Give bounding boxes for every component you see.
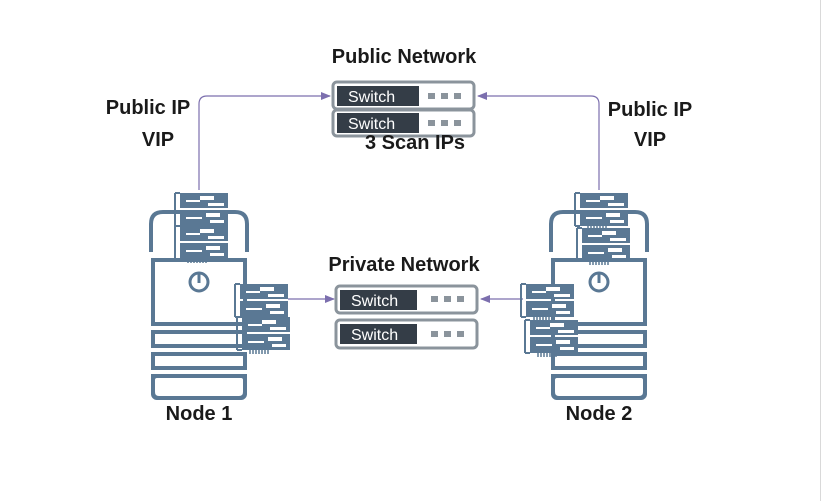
private-network-title: Private Network — [328, 254, 480, 276]
node2-vip-label: VIP — [633, 129, 667, 151]
private-switch-1-label: Switch — [351, 293, 398, 310]
arrow-node1-to-public — [198, 92, 331, 190]
public-switch-1-label: Switch — [348, 89, 395, 106]
public-switch-2: Switch — [331, 108, 476, 138]
private-switch-2: Switch — [334, 318, 479, 350]
node1-server-icon — [149, 210, 249, 400]
node2-server-icon — [549, 210, 649, 400]
node1-network-card-icon-side — [234, 283, 291, 355]
public-switch-1: Switch — [331, 80, 476, 111]
public-switch-2-label: Switch — [348, 116, 395, 133]
node1-vip-label: VIP — [141, 129, 175, 151]
node2-network-card-icon-top — [574, 192, 631, 266]
node2-public-ip-label: Public IP — [607, 99, 693, 121]
node1-public-ip-label: Public IP — [105, 97, 191, 119]
node2-network-card-icon-side — [520, 283, 579, 358]
node2-label: Node 2 — [565, 403, 633, 425]
scan-ips-label: 3 Scan IPs — [364, 132, 466, 154]
node1-network-card-icon-top — [174, 192, 229, 264]
private-switch-1: Switch — [334, 284, 479, 315]
public-network-title: Public Network — [331, 46, 477, 68]
arrow-node2-to-public — [477, 92, 600, 190]
private-switch-2-label: Switch — [351, 327, 398, 344]
connection-arrows — [198, 92, 600, 303]
right-border — [820, 0, 821, 501]
node1-label: Node 1 — [165, 403, 233, 425]
